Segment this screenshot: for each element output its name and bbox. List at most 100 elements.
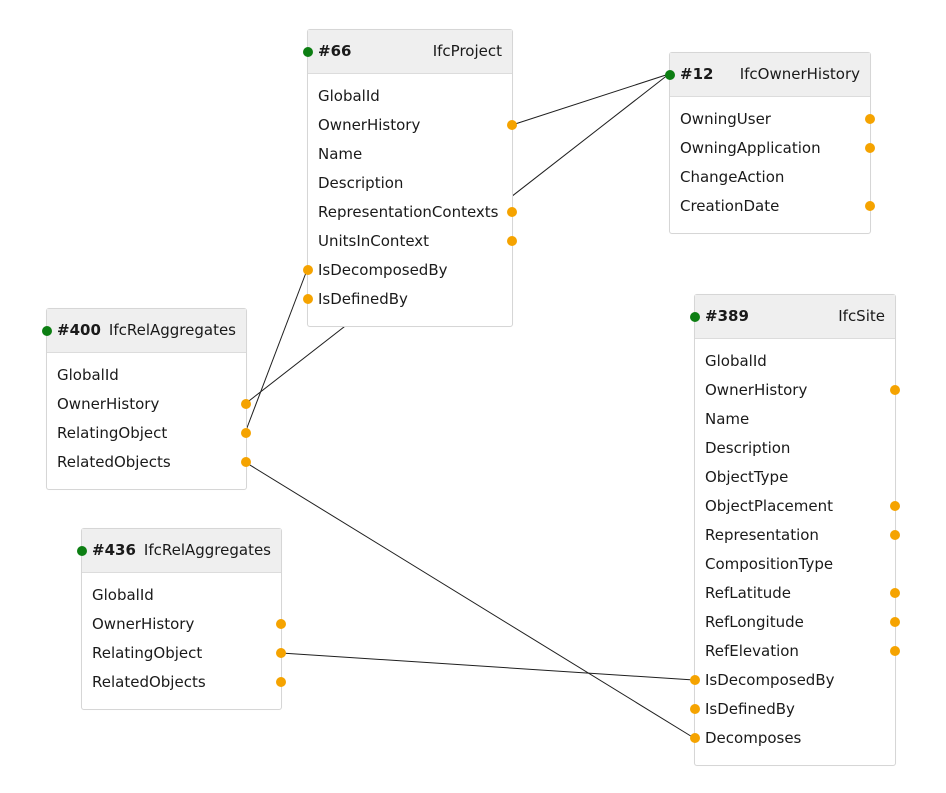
- attr-label: RelatingObject: [57, 424, 168, 442]
- port-icon[interactable]: [690, 704, 700, 714]
- entity-id: #436: [92, 541, 136, 559]
- attr-label: Description: [318, 174, 404, 192]
- attr-globalid: GlobalId: [695, 347, 895, 376]
- port-icon[interactable]: [507, 207, 517, 217]
- entity-type: IfcRelAggregates: [108, 321, 236, 339]
- port-icon[interactable]: [865, 201, 875, 211]
- attr-label: OwnerHistory: [705, 381, 808, 399]
- attr-label: RelatedObjects: [92, 673, 206, 691]
- attr-label: OwningUser: [680, 110, 771, 128]
- attr-compositiontype: CompositionType: [695, 550, 895, 579]
- attr-ownerhistory: OwnerHistory: [47, 390, 251, 419]
- wire-400-relatingobject-to-66: [244, 269, 308, 434]
- attr-label: ChangeAction: [680, 168, 785, 186]
- node-header[interactable]: #389 IfcSite: [690, 295, 895, 339]
- entry-port-icon[interactable]: [77, 546, 87, 556]
- port-icon[interactable]: [276, 619, 286, 629]
- attr-label: RepresentationContexts: [318, 203, 499, 221]
- port-icon[interactable]: [890, 385, 900, 395]
- node-header[interactable]: #12 IfcOwnerHistory: [665, 53, 870, 97]
- attr-label: GlobalId: [318, 87, 380, 105]
- node-header[interactable]: #400 IfcRelAggregates: [42, 309, 246, 353]
- attr-label: UnitsInContext: [318, 232, 430, 250]
- attr-label: IsDefinedBy: [318, 290, 408, 308]
- wire-400-relatedobjects-to-389: [244, 461, 695, 739]
- attr-description: Description: [695, 434, 895, 463]
- node-header[interactable]: #66 IfcProject: [303, 30, 512, 74]
- attr-label: GlobalId: [57, 366, 119, 384]
- entity-id: #66: [318, 42, 352, 60]
- attr-label: Decomposes: [705, 729, 802, 747]
- attr-name: Name: [308, 140, 512, 169]
- port-icon[interactable]: [507, 236, 517, 246]
- port-icon[interactable]: [890, 501, 900, 511]
- port-icon[interactable]: [303, 294, 313, 304]
- attr-label: ObjectType: [705, 468, 789, 486]
- port-icon[interactable]: [890, 646, 900, 656]
- attr-description: Description: [308, 169, 512, 198]
- port-icon[interactable]: [690, 733, 700, 743]
- port-icon[interactable]: [865, 114, 875, 124]
- node-ifcproject-66[interactable]: #66 IfcProject GlobalId OwnerHistory Nam…: [303, 29, 517, 327]
- port-icon[interactable]: [507, 120, 517, 130]
- entry-port-icon[interactable]: [665, 70, 675, 80]
- attr-isdefinedby: IsDefinedBy: [303, 285, 512, 314]
- attr-label: GlobalId: [92, 586, 154, 604]
- attr-label: ObjectPlacement: [705, 497, 833, 515]
- port-icon[interactable]: [241, 457, 251, 467]
- attr-reflatitude: RefLatitude: [695, 579, 900, 608]
- entity-id: #400: [57, 321, 101, 339]
- port-icon[interactable]: [303, 265, 313, 275]
- attr-isdefinedby: IsDefinedBy: [690, 695, 895, 724]
- attr-name: Name: [695, 405, 895, 434]
- attr-label: CompositionType: [705, 555, 834, 573]
- entry-port-icon[interactable]: [42, 326, 52, 336]
- attr-label: RelatingObject: [92, 644, 203, 662]
- attr-label: GlobalId: [705, 352, 767, 370]
- attr-globalid: GlobalId: [308, 82, 512, 111]
- port-icon[interactable]: [276, 677, 286, 687]
- node-ifcsite-389[interactable]: #389 IfcSite GlobalId OwnerHistory Name …: [690, 294, 900, 766]
- port-icon[interactable]: [241, 428, 251, 438]
- attr-relatingobject: RelatingObject: [47, 419, 251, 448]
- attr-label: IsDecomposedBy: [318, 261, 448, 279]
- attr-globalid: GlobalId: [82, 581, 281, 610]
- port-icon[interactable]: [890, 588, 900, 598]
- port-icon[interactable]: [690, 675, 700, 685]
- node-header[interactable]: #436 IfcRelAggregates: [77, 529, 281, 573]
- port-icon[interactable]: [276, 648, 286, 658]
- attr-objectplacement: ObjectPlacement: [695, 492, 900, 521]
- attr-reflongitude: RefLongitude: [695, 608, 900, 637]
- attr-label: CreationDate: [680, 197, 780, 215]
- port-icon[interactable]: [890, 617, 900, 627]
- attr-label: IsDefinedBy: [705, 700, 795, 718]
- attr-ownerhistory: OwnerHistory: [308, 111, 517, 140]
- attr-refelevation: RefElevation: [695, 637, 900, 666]
- port-icon[interactable]: [241, 399, 251, 409]
- attr-label: OwnerHistory: [318, 116, 421, 134]
- attr-label: IsDecomposedBy: [705, 671, 835, 689]
- attr-label: Name: [705, 410, 750, 428]
- attr-isdecomposedby: IsDecomposedBy: [690, 666, 895, 695]
- attr-unitsincontext: UnitsInContext: [308, 227, 517, 256]
- attr-owninguser: OwningUser: [670, 105, 875, 134]
- port-icon[interactable]: [865, 143, 875, 153]
- node-ifcrelaggregates-436[interactable]: #436 IfcRelAggregates GlobalId OwnerHist…: [77, 528, 286, 710]
- attr-ownerhistory: OwnerHistory: [695, 376, 900, 405]
- attr-label: RelatedObjects: [57, 453, 171, 471]
- attr-representationcontexts: RepresentationContexts: [308, 198, 517, 227]
- attr-label: RefLongitude: [705, 613, 804, 631]
- attr-label: Name: [318, 145, 363, 163]
- attr-relatedobjects: RelatedObjects: [82, 668, 286, 697]
- attr-relatingobject: RelatingObject: [82, 639, 286, 668]
- attr-label: Representation: [705, 526, 819, 544]
- attr-label: RefElevation: [705, 642, 799, 660]
- wire-436-relatingobject-to-389: [280, 652, 695, 681]
- port-icon[interactable]: [890, 530, 900, 540]
- node-ifcrelaggregates-400[interactable]: #400 IfcRelAggregates GlobalId OwnerHist…: [42, 308, 251, 490]
- attr-label: OwnerHistory: [92, 615, 195, 633]
- attr-globalid: GlobalId: [47, 361, 246, 390]
- entry-port-icon[interactable]: [303, 47, 313, 57]
- entry-port-icon[interactable]: [690, 312, 700, 322]
- node-ifcownerhistory-12[interactable]: #12 IfcOwnerHistory OwningUser OwningApp…: [665, 52, 875, 234]
